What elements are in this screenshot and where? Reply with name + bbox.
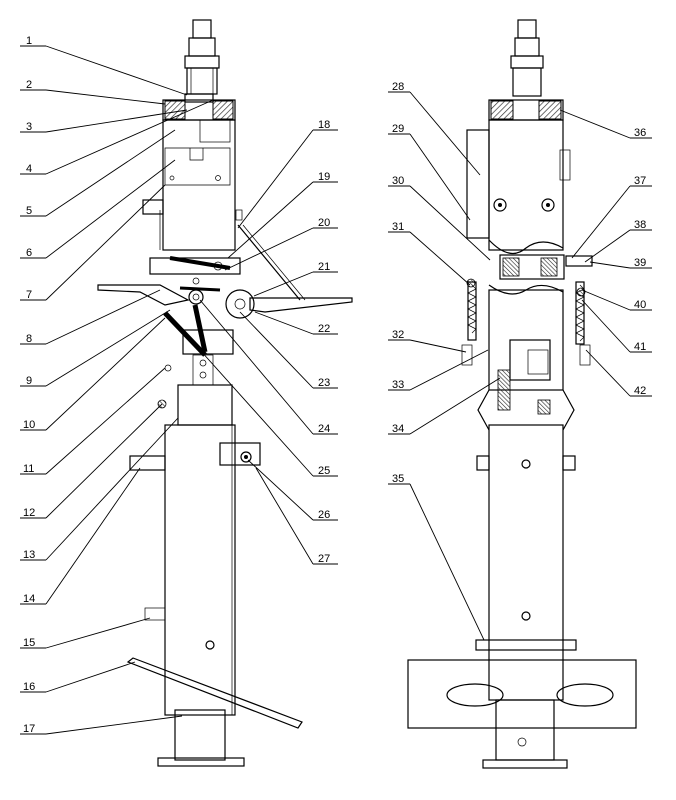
part-label-33: 33 (392, 379, 404, 391)
part-label-26: 26 (318, 509, 330, 521)
part-label-9: 9 (26, 375, 32, 387)
left-view (97, 19, 353, 767)
part-label-15: 15 (23, 637, 35, 649)
part-label-17: 17 (23, 723, 35, 735)
part-label-34: 34 (392, 423, 404, 435)
part-label-10: 10 (23, 419, 35, 431)
part-label-31: 31 (392, 221, 404, 233)
leader-lines (20, 45, 652, 735)
part-label-20: 20 (318, 217, 330, 229)
part-label-39: 39 (634, 257, 646, 269)
part-label-12: 12 (23, 507, 35, 519)
part-label-7: 7 (26, 289, 32, 301)
part-label-35: 35 (392, 473, 404, 485)
part-label-24: 24 (318, 423, 330, 435)
part-label-28: 28 (392, 81, 404, 93)
part-label-21: 21 (318, 261, 330, 273)
part-label-19: 19 (318, 171, 330, 183)
part-label-1: 1 (26, 35, 32, 47)
part-label-6: 6 (26, 247, 32, 259)
part-label-41: 41 (634, 341, 646, 353)
part-label-27: 27 (318, 553, 330, 565)
part-label-38: 38 (634, 219, 646, 231)
part-label-13: 13 (23, 549, 35, 561)
part-label-36: 36 (634, 127, 646, 139)
part-label-29: 29 (392, 123, 404, 135)
part-label-16: 16 (23, 681, 35, 693)
part-label-22: 22 (318, 323, 330, 335)
part-label-11: 11 (23, 463, 34, 475)
part-label-5: 5 (26, 205, 32, 217)
part-label-2: 2 (26, 79, 32, 91)
part-label-37: 37 (634, 175, 646, 187)
right-view (407, 19, 637, 769)
part-label-14: 14 (23, 593, 35, 605)
part-label-42: 42 (634, 385, 646, 397)
part-label-8: 8 (26, 333, 32, 345)
part-label-40: 40 (634, 299, 646, 311)
part-label-32: 32 (392, 329, 404, 341)
part-label-3: 3 (26, 121, 32, 133)
part-labels: 1 2 3 4 5 6 7 8 9 10 11 12 13 14 15 16 1… (23, 35, 646, 735)
part-label-4: 4 (26, 163, 32, 175)
part-label-30: 30 (392, 175, 404, 187)
part-label-23: 23 (318, 377, 330, 389)
part-label-25: 25 (318, 465, 330, 477)
part-label-18: 18 (318, 119, 330, 131)
